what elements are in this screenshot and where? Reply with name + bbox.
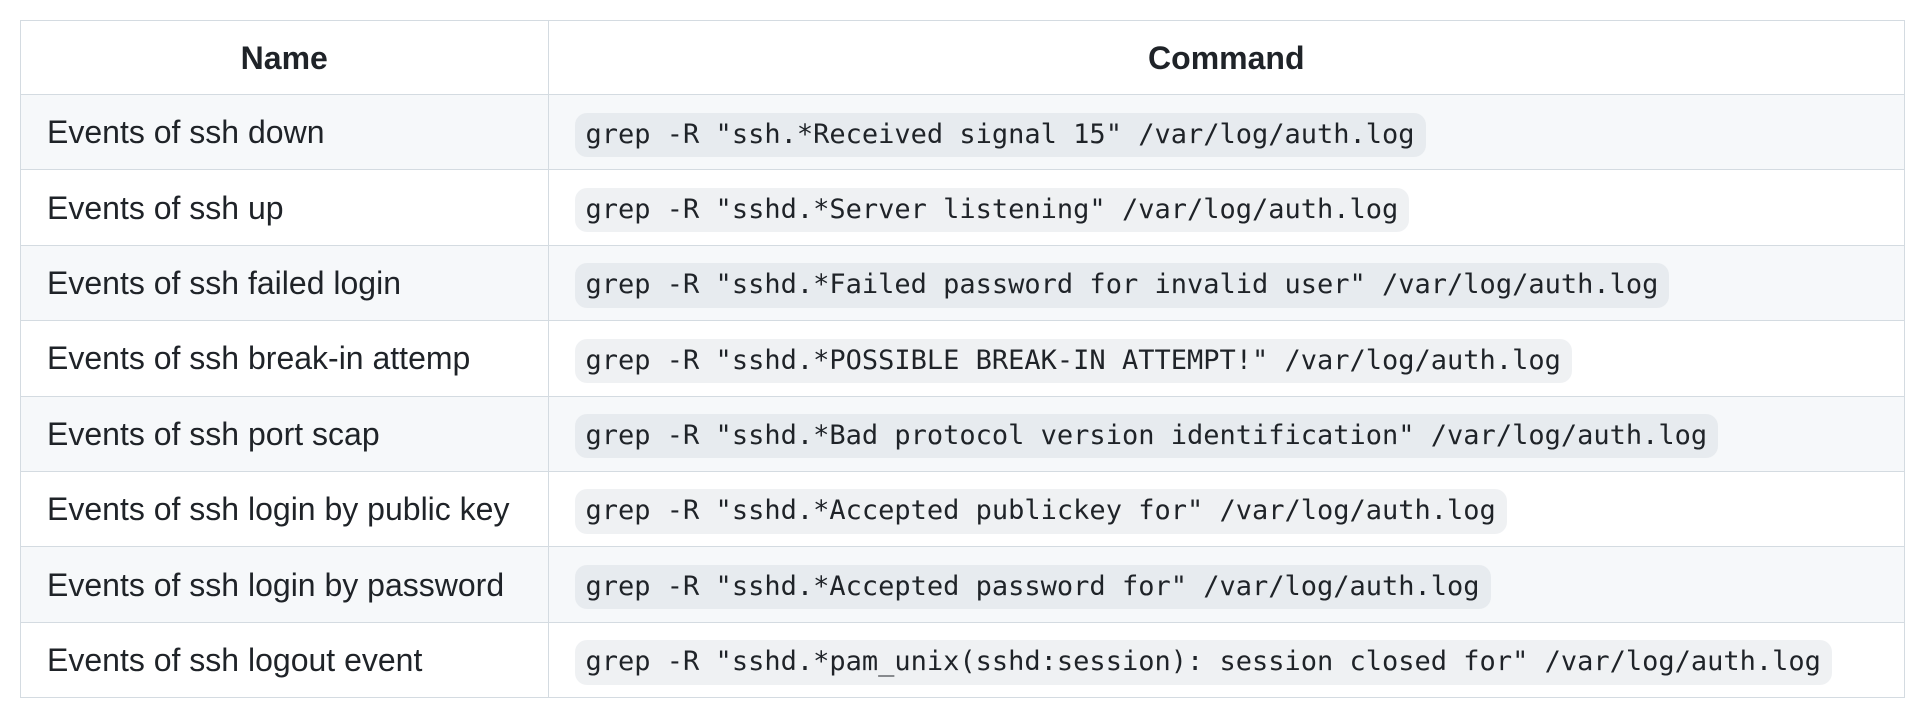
name-cell: Events of ssh up <box>20 169 549 246</box>
command-code: grep -R "sshd.*Server listening" /var/lo… <box>574 187 1410 233</box>
column-header-name: Name <box>20 20 549 95</box>
column-header-command: Command <box>547 20 1906 95</box>
command-code: grep -R "sshd.*Accepted publickey for" /… <box>574 489 1507 534</box>
command-code: grep -R "ssh.*Received signal 15" /var/l… <box>574 112 1426 157</box>
name-cell: Events of ssh break-in attemp <box>20 320 549 397</box>
table-row: Events of ssh failed login grep -R "sshd… <box>20 244 1906 322</box>
name-cell: Events of ssh port scap <box>20 395 549 472</box>
name-cell: Events of ssh login by public key <box>20 470 549 548</box>
table-header: Name Command <box>20 20 1906 95</box>
name-cell: Events of ssh logout event <box>20 621 549 699</box>
command-code: grep -R "sshd.*Failed password for inval… <box>574 263 1670 308</box>
name-cell: Events of ssh login by password <box>20 546 549 623</box>
command-cell: grep -R "sshd.*Failed password for inval… <box>547 244 1906 322</box>
header-row: Name Command <box>20 20 1906 95</box>
table-row: Events of ssh break-in attemp grep -R "s… <box>20 320 1906 397</box>
command-code: grep -R "sshd.*Accepted password for" /v… <box>574 564 1491 610</box>
table-body: Events of ssh down grep -R "ssh.*Receive… <box>20 93 1906 699</box>
name-cell: Events of ssh failed login <box>20 244 549 322</box>
command-cell: grep -R "sshd.*pam_unix(sshd:session): s… <box>547 621 1906 699</box>
name-cell: Events of ssh down <box>20 93 549 171</box>
table-row: Events of ssh port scap grep -R "sshd.*B… <box>20 395 1906 472</box>
ssh-events-table: Name Command Events of ssh down grep -R … <box>20 20 1906 699</box>
command-code: grep -R "sshd.*POSSIBLE BREAK-IN ATTEMPT… <box>574 338 1572 384</box>
command-code: grep -R "sshd.*pam_unix(sshd:session): s… <box>574 640 1832 685</box>
command-code: grep -R "sshd.*Bad protocol version iden… <box>574 414 1719 459</box>
command-cell: grep -R "ssh.*Received signal 15" /var/l… <box>547 93 1906 171</box>
table-row: Events of ssh login by password grep -R … <box>20 546 1906 623</box>
command-cell: grep -R "sshd.*Server listening" /var/lo… <box>547 169 1906 246</box>
table-row: Events of ssh logout event grep -R "sshd… <box>20 621 1906 699</box>
command-cell: grep -R "sshd.*Bad protocol version iden… <box>547 395 1906 472</box>
table-row: Events of ssh login by public key grep -… <box>20 470 1906 548</box>
table-row: Events of ssh up grep -R "sshd.*Server l… <box>20 169 1906 246</box>
command-cell: grep -R "sshd.*POSSIBLE BREAK-IN ATTEMPT… <box>547 320 1906 397</box>
command-cell: grep -R "sshd.*Accepted password for" /v… <box>547 546 1906 623</box>
table-row: Events of ssh down grep -R "ssh.*Receive… <box>20 93 1906 171</box>
command-cell: grep -R "sshd.*Accepted publickey for" /… <box>547 470 1906 548</box>
